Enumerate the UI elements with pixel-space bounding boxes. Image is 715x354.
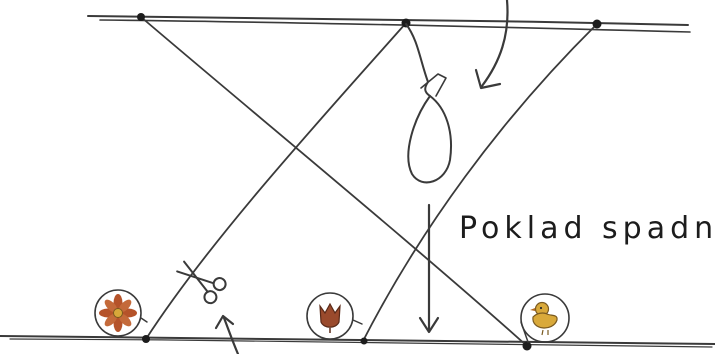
down-arrow [420,205,438,332]
anchor-top-right [593,20,602,29]
item-chick [521,294,569,342]
caption-treasure-falls: Poklad spadne ! [459,211,715,246]
chick-icon [530,303,557,336]
anchor-bottom-middle [361,338,368,345]
tulip-icon [320,304,340,333]
item-tulip [307,293,362,339]
ground-line [0,336,715,347]
arrow-to-sack [476,0,508,88]
flower-icon [99,294,137,332]
ropes [141,17,597,346]
anchor-bottom-right [523,342,532,351]
rope-a [141,17,527,346]
item-flower [95,290,147,336]
rope-b [146,23,406,339]
anchor-top-left [137,13,145,21]
arrow-to-scissors [216,316,238,354]
rope-c [363,24,597,341]
treasure-sack [406,24,451,182]
anchor-bottom-left [142,335,150,343]
